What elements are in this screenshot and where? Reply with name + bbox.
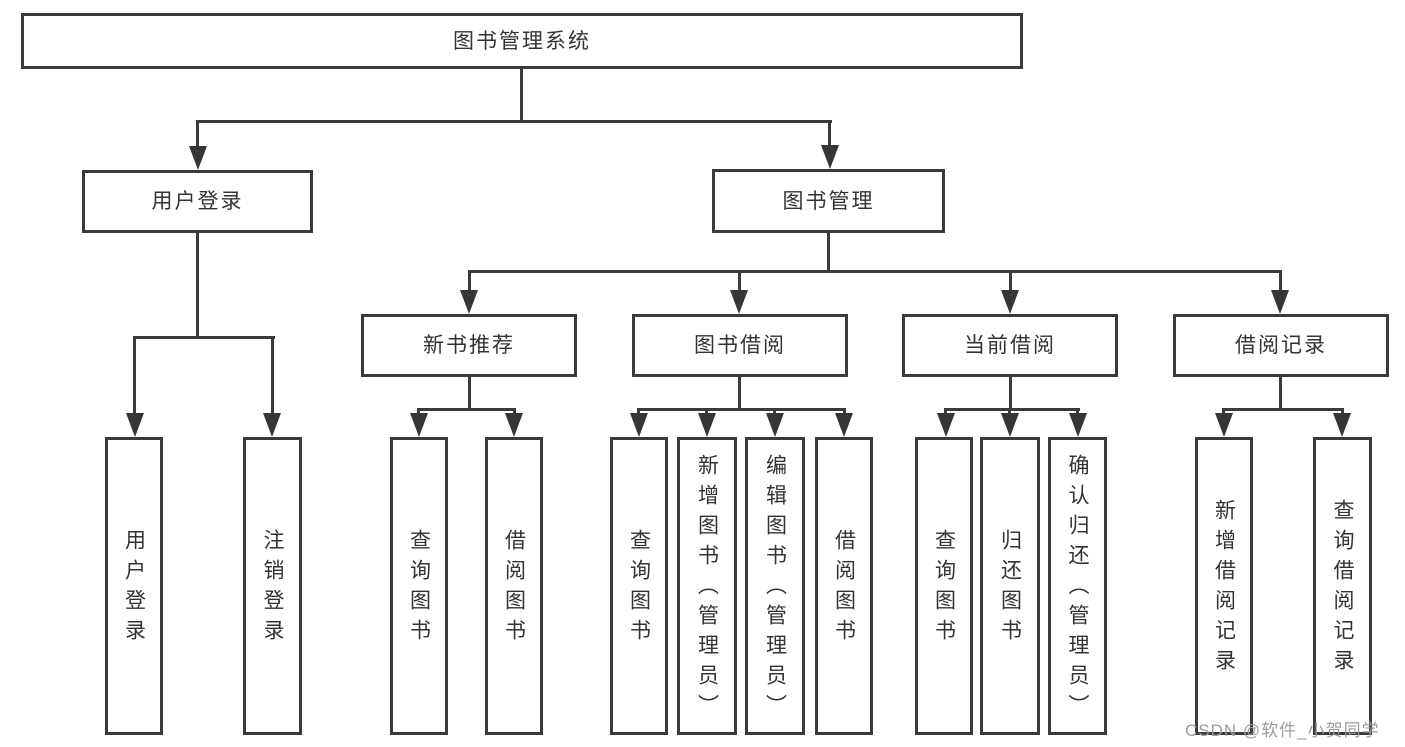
arrow-down-icon: [263, 413, 281, 437]
connector-stem-leaf: [1222, 408, 1225, 416]
connector-stem-leaf: [1076, 408, 1079, 416]
connector-stem-leaf: [513, 408, 516, 416]
connector-stem-leaf: [944, 408, 947, 416]
arrow-down-icon: [1215, 413, 1233, 437]
arrow-down-icon: [460, 290, 478, 314]
connector-book-borrow-stem: [738, 377, 741, 411]
arrow-down-icon: [1271, 290, 1289, 314]
connector-new-book-branch: [417, 408, 516, 411]
leaf-confirm-return-admin: 确认归还（管理员）: [1048, 437, 1107, 735]
connector-book-borrow-branch: [637, 408, 846, 411]
arrow-down-icon: [1001, 290, 1019, 314]
node-new-book-recommend: 新书推荐: [361, 314, 577, 377]
watermark-text: CSDN @软件_小贺同学: [1185, 721, 1380, 740]
connector-current-borrow-branch: [944, 408, 1080, 411]
connector-stem-book-management: [828, 120, 831, 150]
leaf-query-borrow-record: 查询借阅记录: [1313, 437, 1372, 735]
leaf-query-books: 查询图书: [915, 437, 973, 735]
leaf-query-books: 查询图书: [610, 437, 668, 735]
connector-stem-leaf-logout: [271, 336, 274, 416]
leaf-borrow-books: 借阅图书: [485, 437, 543, 735]
arrow-down-icon: [698, 413, 716, 437]
node-book-borrow: 图书借阅: [632, 314, 848, 377]
leaf-return-book: 归还图书: [980, 437, 1040, 735]
leaf-add-book-admin: 新增图书（管理员）: [677, 437, 737, 735]
node-borrow-record: 借阅记录: [1173, 314, 1389, 377]
connector-user-login-branch: [133, 336, 275, 339]
connector-stem-leaf: [843, 408, 846, 416]
connector-stem-leaf: [1341, 408, 1344, 416]
leaf-add-borrow-record: 新增借阅记录: [1195, 437, 1253, 735]
connector-user-login-stem: [196, 233, 199, 339]
node-root: 图书管理系统: [21, 13, 1023, 69]
connector-stem-leaf: [705, 408, 708, 416]
connector-stem-leaf-user-login: [133, 336, 136, 416]
arrow-down-icon: [766, 413, 784, 437]
connector-current-borrow-stem: [1009, 377, 1012, 411]
arrow-down-icon: [126, 413, 144, 437]
connector-root-stem: [520, 69, 523, 122]
connector-stem-book-borrow: [738, 270, 741, 294]
connector-borrow-record-stem: [1279, 377, 1282, 411]
leaf-edit-book-admin: 编辑图书（管理员）: [745, 437, 805, 735]
leaf-borrow-books: 借阅图书: [815, 437, 873, 735]
leaf-logout: 注销登录: [243, 437, 302, 735]
connector-stem-borrow-record: [1279, 270, 1282, 294]
connector-stem-leaf: [1008, 408, 1011, 416]
connector-book-management-stem: [827, 233, 830, 273]
node-book-management: 图书管理: [712, 169, 945, 233]
connector-root-branch: [196, 120, 832, 123]
connector-stem-leaf: [637, 408, 640, 416]
connector-stem-leaf: [773, 408, 776, 416]
connector-book-management-branch: [468, 270, 1282, 273]
connector-new-book-stem: [468, 377, 471, 411]
arrow-down-icon: [730, 290, 748, 314]
arrow-down-icon: [505, 413, 523, 437]
arrow-down-icon: [937, 413, 955, 437]
node-user-login: 用户登录: [82, 170, 313, 233]
arrow-down-icon: [1001, 413, 1019, 437]
arrow-down-icon: [1333, 413, 1351, 437]
leaf-query-books: 查询图书: [390, 437, 448, 735]
arrow-down-icon: [189, 146, 207, 170]
connector-stem-user-login: [196, 120, 199, 150]
arrow-down-icon: [821, 145, 839, 169]
node-current-borrow: 当前借阅: [902, 314, 1118, 377]
connector-stem-leaf: [417, 408, 420, 416]
connector-stem-new-book: [468, 270, 471, 294]
connector-stem-current-borrow: [1009, 270, 1012, 294]
arrow-down-icon: [1069, 413, 1087, 437]
leaf-user-login: 用户登录: [105, 437, 163, 735]
arrow-down-icon: [410, 413, 428, 437]
connector-borrow-record-branch: [1222, 408, 1344, 411]
arrow-down-icon: [630, 413, 648, 437]
arrow-down-icon: [835, 413, 853, 437]
